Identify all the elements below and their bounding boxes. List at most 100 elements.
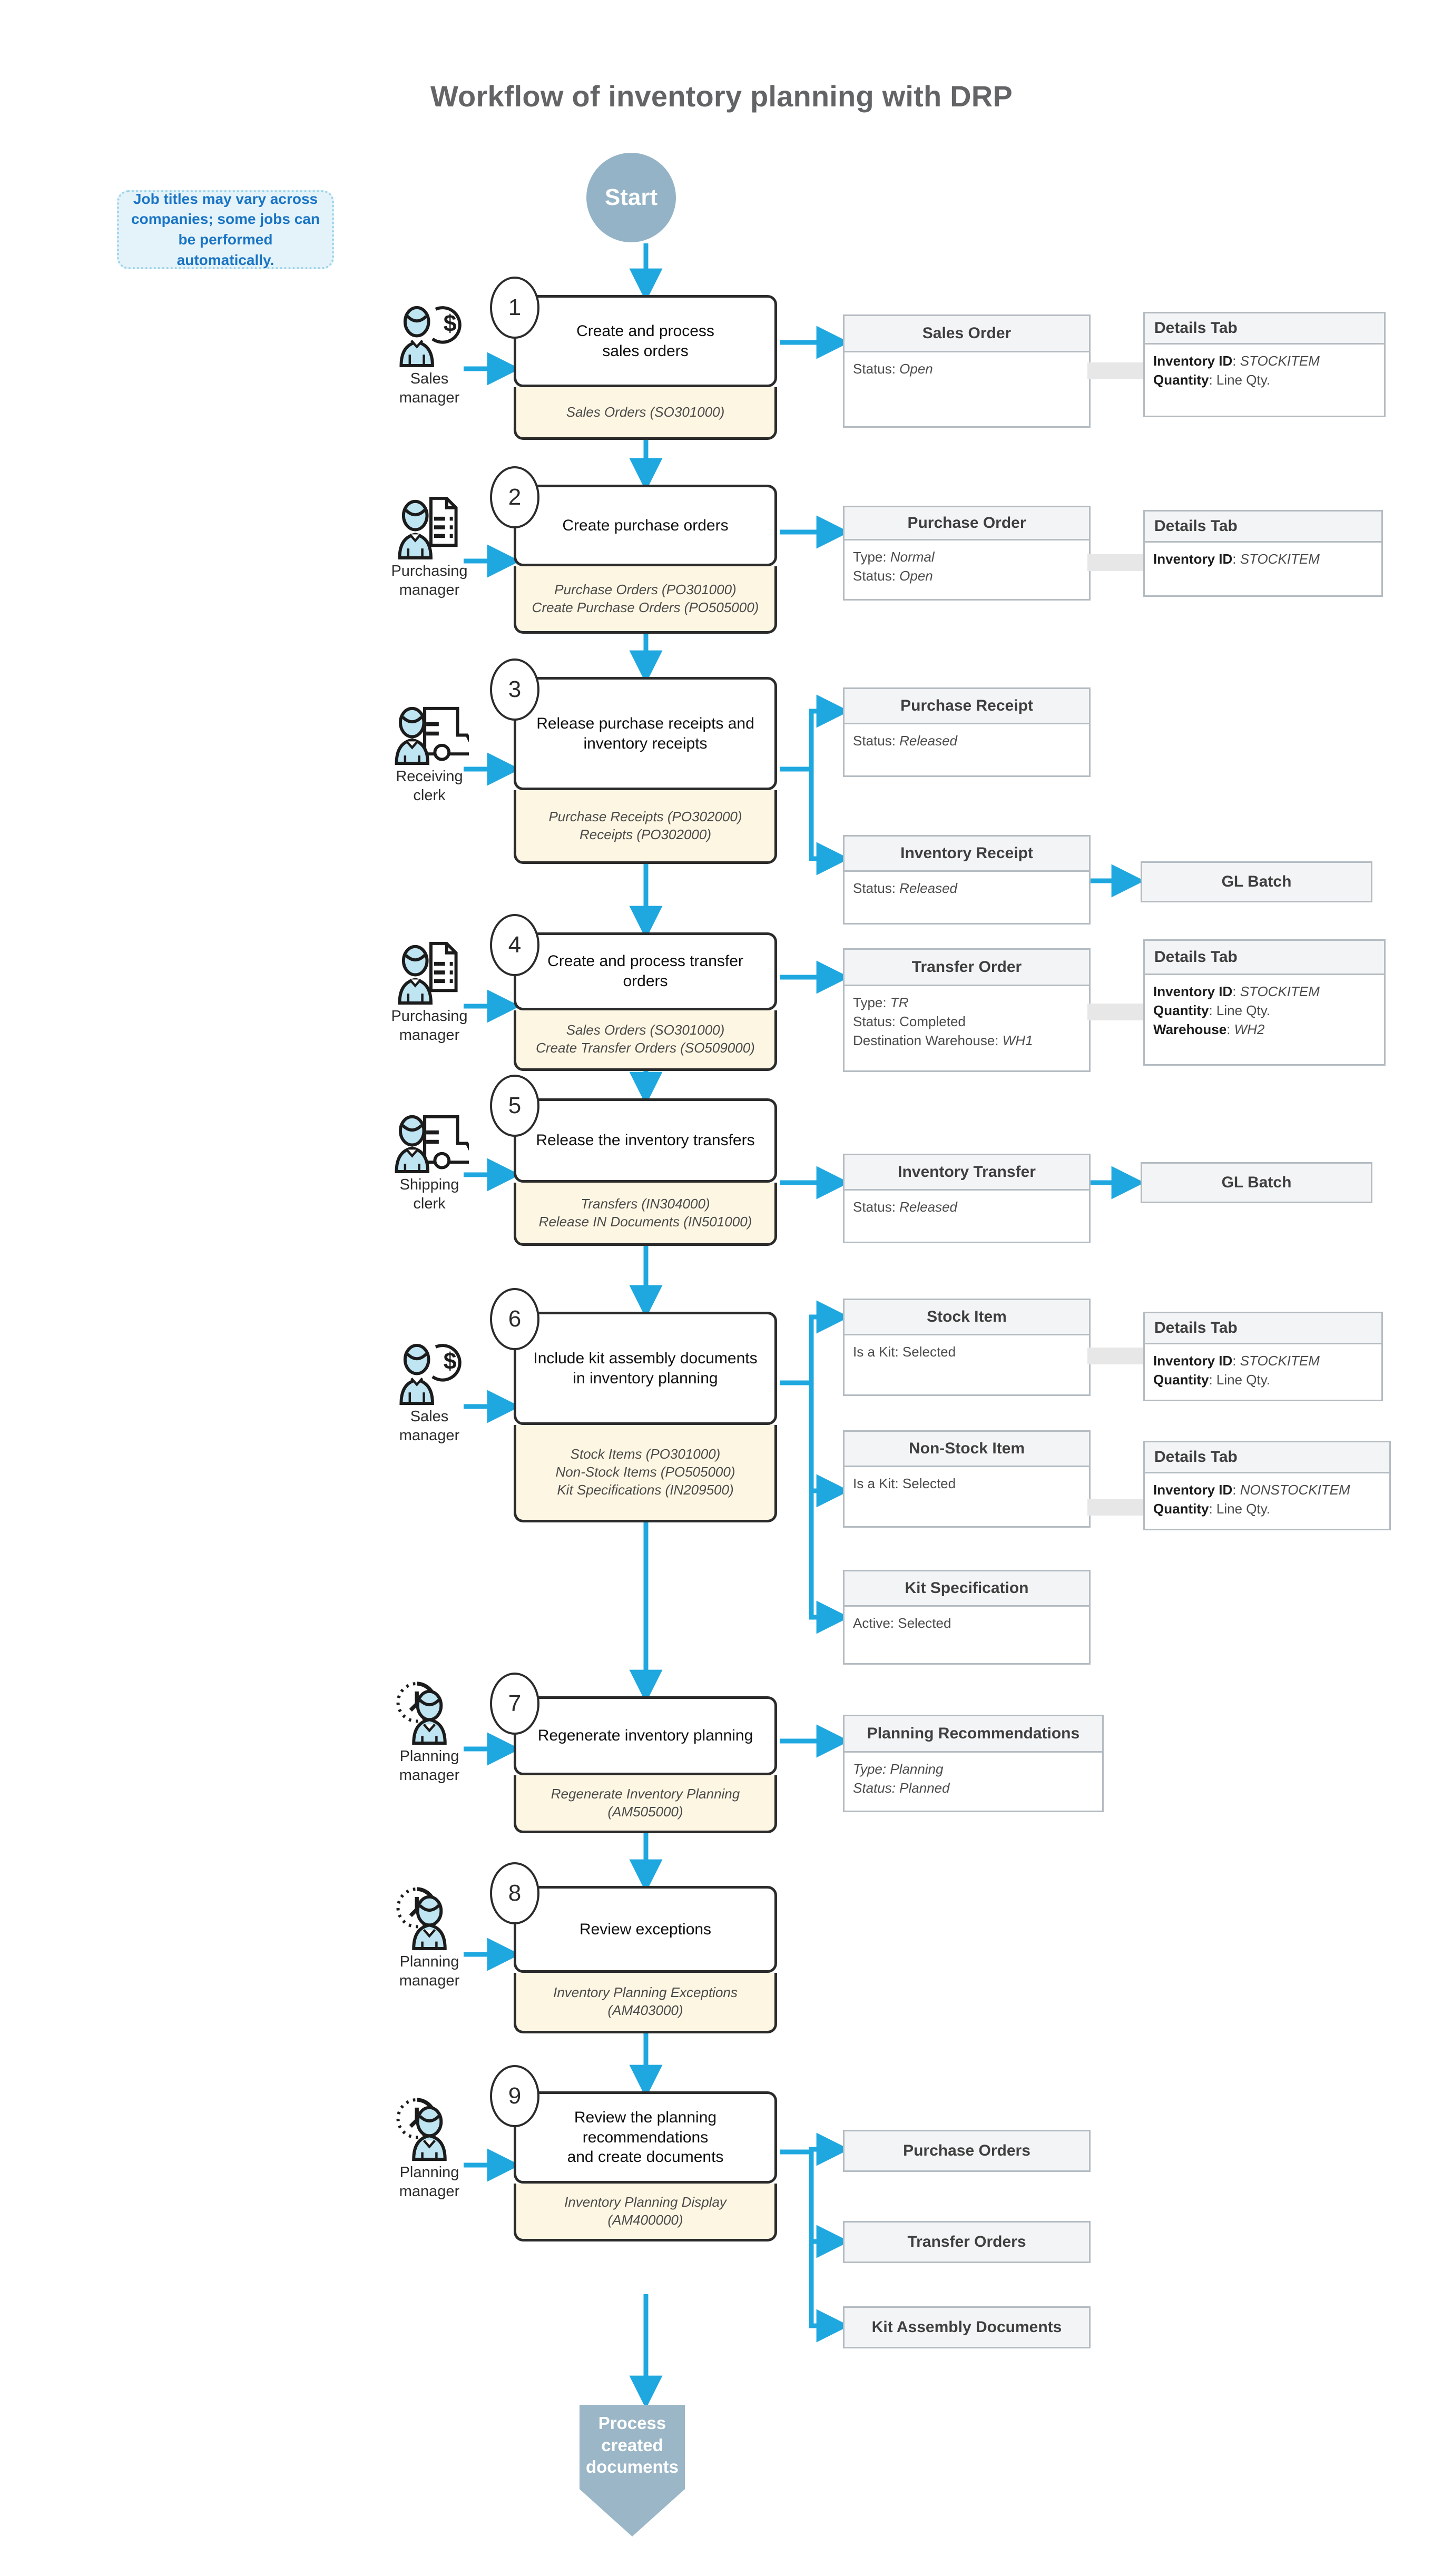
- screen-ref: (AM400000): [607, 2211, 683, 2228]
- card-sales-order[interactable]: Sales Order Status: Open: [843, 314, 1091, 428]
- card-link-connector: [1087, 1004, 1145, 1020]
- card-purchase-receipt[interactable]: Purchase Receipt Status: Released: [843, 687, 1091, 777]
- card-header: Non-Stock Item: [843, 1430, 1091, 1467]
- end-node-tip: [580, 2489, 685, 2536]
- start-node: Start: [586, 153, 676, 242]
- step-number-badge: 8: [490, 1862, 539, 1924]
- screen-ref: Non-Stock Items (PO505000): [555, 1464, 735, 1480]
- step-title: Regenerate inventory planning: [514, 1696, 777, 1775]
- step-screens: Regenerate Inventory Planning (AM505000): [514, 1775, 777, 1833]
- step-screens: Purchase Receipts (PO302000) Receipts (P…: [514, 790, 777, 864]
- card-body: Status: Released: [843, 724, 1091, 777]
- step-number-badge: 3: [490, 658, 539, 721]
- person-clock-icon: [364, 1886, 495, 1950]
- person-dollar-icon: $: [364, 1341, 495, 1405]
- screen-ref: Sales Orders (SO301000): [566, 404, 725, 420]
- card-header: Purchase Order: [843, 506, 1091, 540]
- card-body: Status: Open: [843, 352, 1091, 428]
- card-header: Inventory Transfer: [843, 1154, 1091, 1191]
- card-purchase-order-details[interactable]: Details Tab Inventory ID: STOCKITEM: [1143, 510, 1383, 597]
- card-transfer-orders[interactable]: Transfer Orders: [843, 2221, 1091, 2263]
- svg-text:$: $: [444, 311, 457, 337]
- step-2[interactable]: 2 Create purchase orders Purchase Orders…: [490, 466, 777, 634]
- card-stock-item[interactable]: Stock Item Is a Kit: Selected: [843, 1299, 1091, 1396]
- step-title: Create purchase orders: [514, 485, 777, 566]
- card-purchase-orders[interactable]: Purchase Orders: [843, 2130, 1091, 2172]
- card-header: GL Batch: [1141, 1162, 1372, 1203]
- step-number-badge: 5: [490, 1075, 539, 1137]
- card-inventory-receipt[interactable]: Inventory Receipt Status: Released: [843, 835, 1091, 925]
- step-screens: Sales Orders (SO301000): [514, 387, 777, 440]
- card-header: Stock Item: [843, 1299, 1091, 1335]
- step-8[interactable]: 8 Review exceptions Inventory Planning E…: [490, 1862, 777, 2033]
- card-header: Details Tab: [1143, 510, 1383, 543]
- page-title: Workflow of inventory planning with DRP: [430, 80, 1013, 113]
- screen-ref: Stock Items (PO301000): [570, 1446, 721, 1462]
- card-kit-assembly-documents[interactable]: Kit Assembly Documents: [843, 2306, 1091, 2348]
- card-non-stock-item[interactable]: Non-Stock Item Is a Kit: Selected: [843, 1430, 1091, 1528]
- person-truck-icon: [364, 701, 495, 765]
- card-gl-batch-1[interactable]: GL Batch: [1141, 861, 1372, 902]
- card-kit-specification[interactable]: Kit Specification Active: Selected: [843, 1570, 1091, 1665]
- screen-ref: Create Transfer Orders (SO509000): [536, 1040, 755, 1056]
- card-header: Purchase Orders: [843, 2130, 1091, 2172]
- card-header: Planning Recommendations: [843, 1715, 1104, 1753]
- step-5[interactable]: 5 Release the inventory transfers Transf…: [490, 1075, 777, 1246]
- card-link-connector: [1087, 1499, 1145, 1516]
- card-body: Is a Kit: Selected: [843, 1467, 1091, 1528]
- step-screens: Inventory Planning Display (AM400000): [514, 2184, 777, 2241]
- step-7[interactable]: 7 Regenerate inventory planning Regenera…: [490, 1673, 777, 1833]
- card-link-connector: [1087, 362, 1145, 379]
- card-gl-batch-2[interactable]: GL Batch: [1141, 1162, 1372, 1203]
- end-node-body: [580, 2405, 685, 2489]
- step-screens: Stock Items (PO301000) Non-Stock Items (…: [514, 1425, 777, 1522]
- card-inventory-transfer[interactable]: Inventory Transfer Status: Released: [843, 1154, 1091, 1243]
- person-dollar-icon: $: [364, 303, 495, 367]
- card-header: GL Batch: [1141, 861, 1372, 902]
- step-number-badge: 7: [490, 1673, 539, 1735]
- step-screens: Inventory Planning Exceptions (AM403000): [514, 1973, 777, 2033]
- screen-ref: (AM403000): [607, 2002, 683, 2018]
- step-number-badge: 2: [490, 466, 539, 528]
- step-screens: Purchase Orders (PO301000) Create Purcha…: [514, 566, 777, 634]
- card-body: Status: Released: [843, 872, 1091, 925]
- screen-ref: Receipts (PO302000): [579, 826, 712, 842]
- card-header: Transfer Orders: [843, 2221, 1091, 2263]
- card-header: Details Tab: [1143, 312, 1386, 345]
- card-header: Purchase Receipt: [843, 687, 1091, 724]
- step-number-badge: 1: [490, 277, 539, 339]
